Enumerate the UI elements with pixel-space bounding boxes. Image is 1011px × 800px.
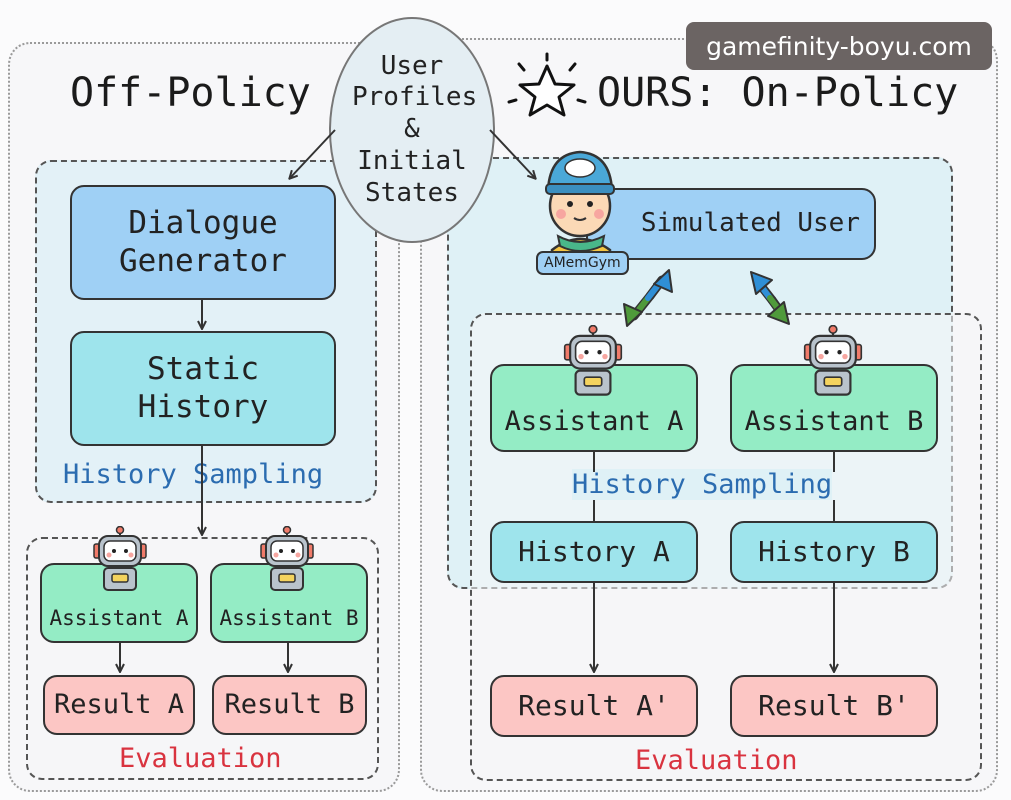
- user-profiles-ellipse: User Profiles & Initial States: [329, 17, 495, 243]
- on-policy-assistant-a-label: Assistant A: [504, 405, 684, 437]
- star-icon: [507, 52, 587, 117]
- on-policy-result-b-box: Result B': [730, 675, 938, 737]
- off-policy-title: Off-Policy: [70, 70, 311, 116]
- watermark: gamefinity-boyu.com: [686, 22, 992, 70]
- amemgym-badge: AMemGym: [536, 251, 629, 275]
- off-policy-result-a-label: Result A: [53, 688, 185, 720]
- off-policy-result-b-box: Result B: [212, 675, 367, 735]
- off-policy-result-a-box: Result A: [43, 675, 195, 735]
- on-policy-assistant-a-box: Assistant A: [490, 364, 698, 452]
- history-b-label: History B: [758, 535, 910, 569]
- on-policy-result-a-box: Result A': [490, 675, 698, 737]
- off-policy-result-b-label: Result B: [224, 688, 355, 720]
- simulated-user-box: Simulated User: [586, 188, 876, 260]
- user-profiles-label: User Profiles & Initial States: [352, 50, 478, 208]
- history-b-box: History B: [730, 521, 938, 583]
- off-policy-evaluation-label: Evaluation: [119, 743, 282, 774]
- simulated-user-label: Simulated User: [640, 208, 860, 239]
- on-policy-history-sampling-label: History Sampling: [572, 469, 833, 500]
- off-policy-assistant-a-label: Assistant A: [49, 605, 189, 630]
- on-policy-result-b-label: Result B': [758, 689, 910, 723]
- off-policy-history-sampling-label: History Sampling: [63, 459, 324, 490]
- static-history-box: Static History: [70, 331, 336, 446]
- robot-icon: [803, 325, 863, 396]
- on-policy-title: OURS: On-Policy: [597, 70, 959, 116]
- off-policy-assistant-b-box: Assistant B: [210, 563, 368, 643]
- on-policy-result-a-label: Result A': [518, 689, 670, 723]
- robot-icon: [93, 526, 147, 591]
- robot-icon: [260, 526, 314, 591]
- dialogue-generator-label: Dialogue Generator: [119, 205, 287, 279]
- robot-icon: [563, 325, 623, 396]
- dialogue-generator-box: Dialogue Generator: [70, 185, 336, 300]
- static-history-label: Static History: [137, 351, 269, 425]
- on-policy-evaluation-label: Evaluation: [635, 745, 798, 776]
- history-a-label: History A: [518, 535, 670, 569]
- simulated-user-avatar-icon: [545, 150, 615, 264]
- on-policy-assistant-b-label: Assistant B: [744, 405, 924, 437]
- history-a-box: History A: [490, 521, 698, 583]
- off-policy-assistant-b-label: Assistant B: [219, 605, 359, 630]
